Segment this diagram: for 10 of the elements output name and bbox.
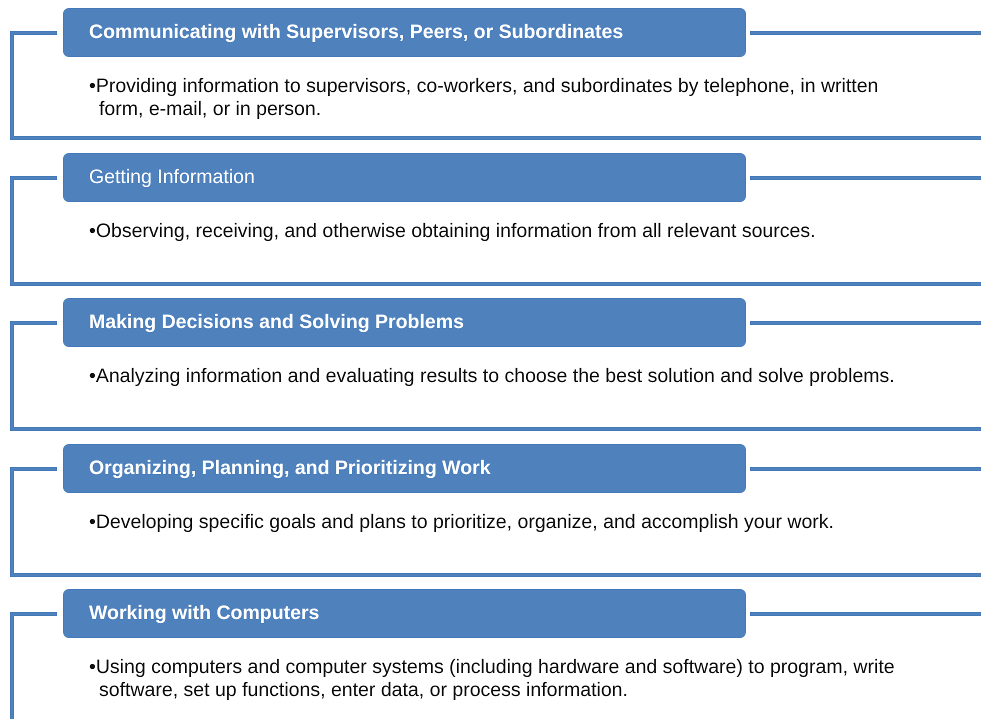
section-header: Organizing, Planning, and Prioritizing Work: [63, 444, 746, 493]
section-header: Getting Information: [63, 153, 746, 202]
bullet-text: •Providing information to supervisors, co-workers, and subordinates by telephone, in written form, e-mail, or in person.: [89, 75, 880, 121]
section-header: Working with Computers: [63, 589, 746, 638]
section-header: Communicating with Supervisors, Peers, or Subordinates: [63, 8, 746, 57]
bullet-text: •Developing specific goals and plans to prioritize, organize, and accomplish your work.: [89, 511, 835, 534]
section-header: Making Decisions and Solving Problems: [63, 298, 746, 347]
bullet-text: •Using computers and computer systems (including hardware and software) to program, write software, set up functions, enter data, or process information.: [89, 656, 896, 702]
bullet-text: •Analyzing information and evaluating results to choose the best solution and solve problems.: [89, 365, 896, 388]
bullet-text: •Observing, receiving, and otherwise obtaining information from all relevant sources.: [89, 220, 817, 243]
